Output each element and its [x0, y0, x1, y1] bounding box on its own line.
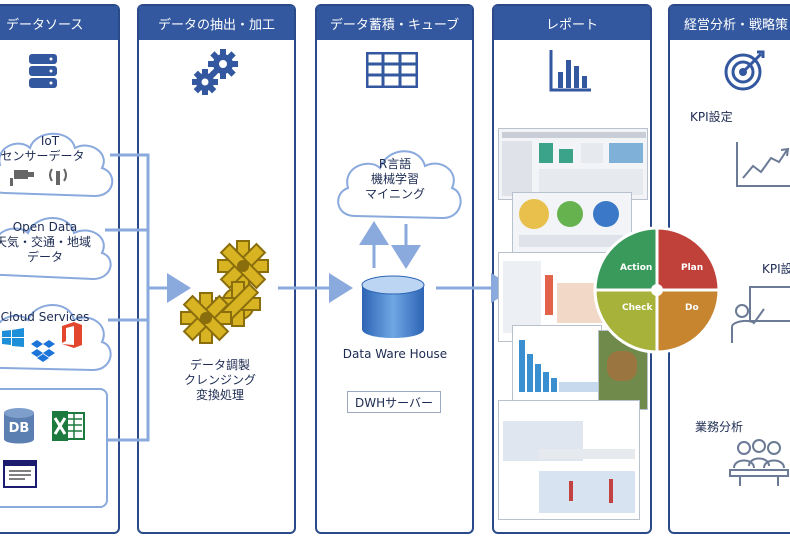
- gold-gears-icon: [180, 240, 269, 344]
- dropbox-icon: [31, 340, 55, 362]
- local-sources-box: [0, 388, 108, 508]
- antenna-icon: [49, 168, 67, 185]
- column-header: データの抽出・加工: [139, 6, 294, 40]
- meeting-icon: [729, 439, 789, 486]
- pdca-do: Do: [685, 303, 699, 313]
- column-header: データソース: [0, 6, 118, 40]
- bar-chart-icon: [549, 50, 591, 92]
- open-data-sublabel1: 天気・交通・地域: [0, 235, 91, 249]
- trend-chart-icon: [736, 142, 790, 187]
- open-data-sublabel2: データ: [26, 250, 63, 264]
- iot-cloud: [0, 132, 114, 198]
- ml-line3: マイニング: [364, 187, 425, 201]
- pdca-check: Check: [622, 303, 653, 313]
- dwh-cylinder-icon: [361, 275, 425, 338]
- column-storage-cube: データ蓄積・キューブ: [315, 4, 474, 534]
- column-strategy: 経営分析・戦略策: [668, 4, 790, 534]
- column-extract-transform: データの抽出・加工: [137, 4, 296, 534]
- cloud-services-label: Cloud Services: [0, 310, 90, 324]
- report-thumbnail-bars: [512, 325, 602, 405]
- ml-line2: 機械学習: [370, 172, 419, 186]
- pdca-action: Action: [620, 263, 653, 273]
- dwh-server-label: DWHサーバー: [347, 391, 441, 413]
- ml-cloud: [337, 150, 462, 220]
- pdca-cycle: [593, 226, 721, 354]
- document-window-icon: [3, 460, 37, 488]
- db-label: DB: [8, 421, 30, 436]
- report-thumbnail-dashboard: [498, 128, 648, 200]
- report-thumbnail-charts: [512, 192, 632, 254]
- db-icon: [4, 408, 34, 444]
- table-grid-icon: [366, 52, 418, 88]
- office-icon: [62, 322, 82, 348]
- iot-label: IoT: [40, 134, 60, 148]
- dwh-label: Data Ware House: [342, 347, 448, 361]
- business-analysis-label: 業務分析: [695, 420, 744, 434]
- excel-icon: [52, 411, 85, 441]
- open-data-label: Open Data: [12, 220, 78, 234]
- target-icon: [724, 50, 765, 91]
- open-data-cloud: [0, 217, 112, 281]
- etl-line1: データ調製: [189, 358, 250, 372]
- gears-icon: [192, 49, 238, 95]
- presentation-icon: [731, 286, 790, 343]
- cloud-services-cloud: [0, 304, 112, 372]
- pdca-plan: Plan: [681, 263, 704, 273]
- column-header: 経営分析・戦略策: [670, 6, 790, 40]
- column-header: レポート: [494, 6, 650, 40]
- kpi-partial-label: KPI設: [762, 262, 790, 276]
- etl-line2: クレンジング: [183, 373, 256, 387]
- column-header: データ蓄積・キューブ: [317, 6, 472, 40]
- report-thumbnail-timeline: [498, 400, 640, 520]
- kpi-setting-label: KPI設定: [690, 110, 733, 124]
- sensor-camera-icon: [10, 170, 34, 186]
- etl-line3: 変換処理: [195, 388, 244, 402]
- database-icon: [29, 54, 57, 88]
- ml-line1: R言語: [378, 157, 412, 171]
- iot-sublabel: センサーデータ: [0, 149, 85, 163]
- windows-icon: [2, 328, 24, 347]
